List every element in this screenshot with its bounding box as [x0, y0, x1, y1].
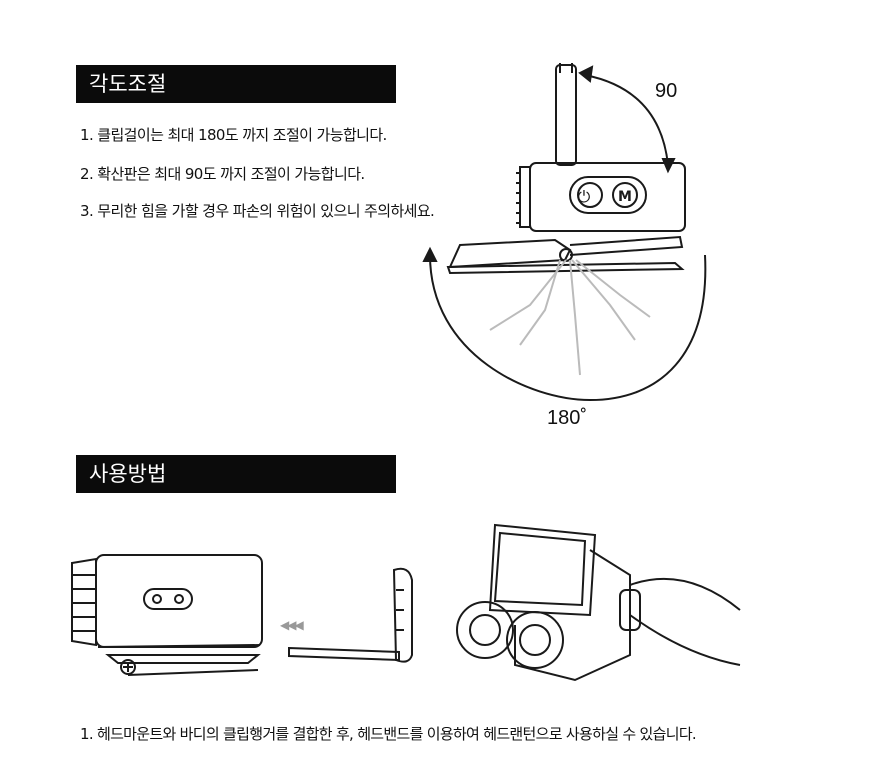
mode-button [612, 182, 638, 208]
headband-lantern-view [456, 523, 741, 682]
section-title-angle: 각도조절 [76, 65, 396, 103]
diffuser-plate [555, 64, 577, 166]
arc-90 [584, 74, 669, 166]
instruction-line-3: 3. 무리한 힘을 가할 경우 파손의 위험이 있으니 주의하세요. [80, 202, 435, 220]
power-button [577, 182, 603, 208]
insert-direction-arrows: ◀◀◀ [280, 618, 304, 632]
label-90-degrees: 90 [655, 80, 678, 102]
angle-diagram: ⏻ M [422, 63, 707, 402]
instruction-line-1: 1. 클립걸이는 최대 180도 까지 조절이 가능합니다. [80, 126, 387, 144]
arrowhead-90-top [578, 65, 594, 83]
power-icon: ⏻ [578, 187, 591, 206]
arc-180 [429, 254, 707, 402]
lantern-side-view [71, 554, 263, 676]
lantern-body [529, 162, 686, 232]
usage-instruction: 1. 헤드마운트와 바디의 클립행거를 결합한 후, 헤드밴드를 이용하여 헤드… [80, 725, 697, 743]
arrowhead-90-bottom [661, 158, 676, 174]
clip-plate [448, 238, 572, 269]
arrowhead-180-left [422, 246, 438, 262]
section-title-usage: 사용방법 [76, 455, 396, 493]
instruction-line-2: 2. 확산판은 최대 90도 까지 조절이 가능합니다. [80, 165, 365, 183]
head-mount-bracket [288, 567, 413, 663]
mode-button-label: M [618, 189, 632, 205]
button-panel [569, 176, 647, 214]
label-180-degrees: 180˚ [547, 407, 588, 429]
